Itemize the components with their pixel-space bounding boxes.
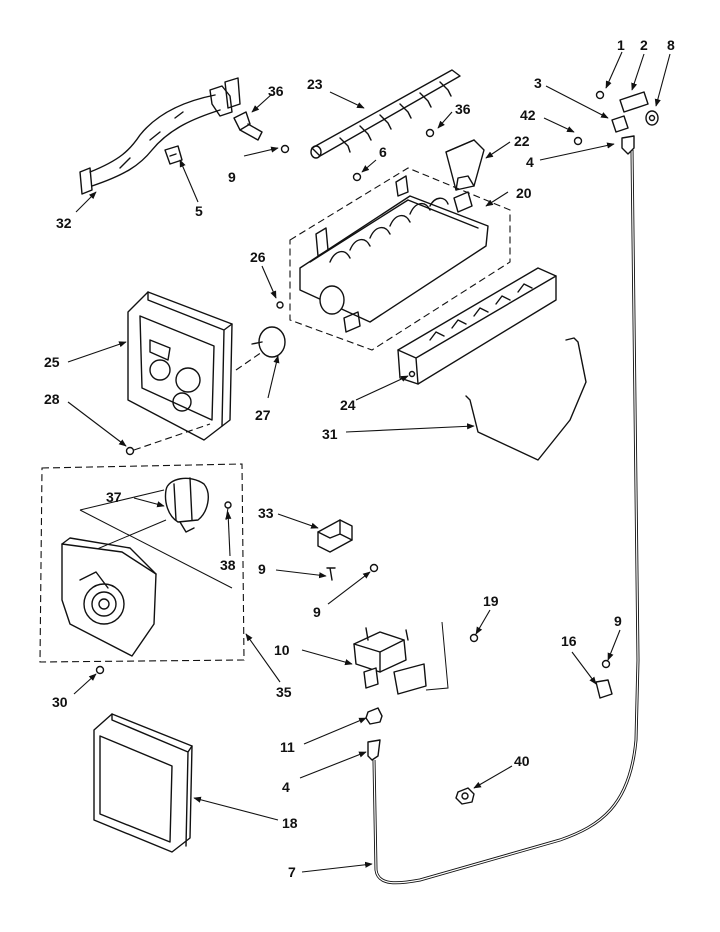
callout-24: 24 [340,397,356,413]
screw-part [280,144,290,154]
mold-dashed-outline [289,167,511,351]
callout-11: 11 [280,739,295,755]
callout-42: 42 [520,107,536,123]
leader-lines [67,51,671,873]
callout-36-left: 36 [268,83,284,99]
callout-9-mid: 9 [313,604,321,620]
cover-part [93,713,193,853]
screw-part [352,172,362,182]
callout-35: 35 [276,684,292,700]
callout-28: 28 [44,391,60,407]
shield-part [445,139,485,191]
callout-33: 33 [258,505,274,521]
callout-4-top: 4 [526,154,534,170]
callout-26: 26 [250,249,266,265]
clip-part [164,145,183,165]
callout-9-top: 9 [228,169,236,185]
callout-23: 23 [307,76,323,92]
insert-part [367,739,381,761]
mold-part [299,175,489,333]
callout-2: 2 [640,37,648,53]
housing-connector-line-2 [133,423,211,451]
ejector-part [310,69,461,159]
screw-part [601,659,611,669]
callout-5: 5 [195,203,203,219]
callout-37: 37 [106,489,122,505]
callout-3: 3 [534,75,542,91]
callout-18: 18 [282,815,298,831]
callout-7: 7 [288,864,296,880]
callout-22: 22 [514,133,530,149]
callout-25: 25 [44,354,60,370]
callout-30: 30 [52,694,68,710]
bracket-part [233,111,263,141]
coupling-part [251,326,286,358]
shutoff-arm-part [465,337,587,461]
callout-8: 8 [667,37,675,53]
inlet-fitting-part [573,90,659,155]
clip-part [595,679,613,699]
callout-31: 31 [322,426,338,442]
callout-4-bottom: 4 [282,779,290,795]
nut-part [455,787,475,805]
screw-part [326,567,336,581]
callout-32: 32 [56,215,72,231]
water-valve-part [353,627,427,695]
callout-38: 38 [220,557,236,573]
callout-labels: 1 2 8 3 42 22 4 23 36 6 20 36 9 5 32 26 … [44,37,675,880]
screw-part [224,501,232,509]
screw-part [425,128,435,138]
callout-6: 6 [379,144,387,160]
callout-36-right: 36 [455,101,471,117]
motor-assembly-dashed-box [39,463,245,663]
motor-guide-line [79,489,233,589]
motor-mount-part [61,537,157,657]
screw-part [125,446,135,456]
nut-part [365,707,383,725]
water-tube-part [372,149,640,885]
callout-9-mid-left: 9 [258,561,266,577]
callout-9-right: 9 [614,613,622,629]
valve-bracket-line [425,621,449,691]
screw-part [95,665,105,675]
callout-20: 20 [516,185,532,201]
spacer-part [276,301,284,309]
callout-40: 40 [514,753,530,769]
bracket-part [317,519,353,553]
housing-connector-line [235,351,263,371]
ice-stripper-part [397,267,557,385]
wire-harness-part [79,77,241,195]
control-housing-part [127,291,233,441]
callout-19: 19 [483,593,499,609]
motor-part [164,477,209,533]
callout-10: 10 [274,642,290,658]
screw-part [469,633,479,643]
callout-16: 16 [561,633,577,649]
screw-part [369,563,379,573]
callout-1: 1 [617,37,625,53]
callout-27: 27 [255,407,271,423]
